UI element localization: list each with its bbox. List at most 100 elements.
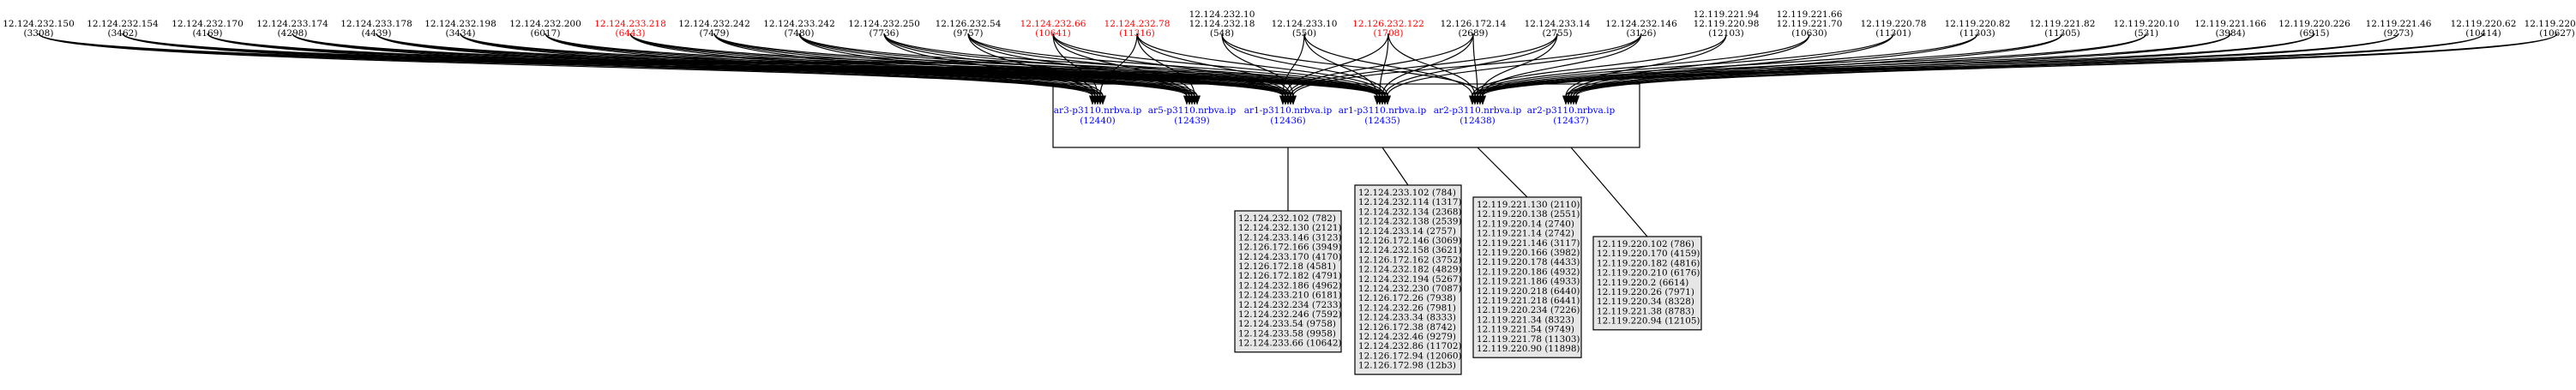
destination-list-item: 12.124.233.34 (8333): [1358, 313, 1456, 323]
source-node-id: (9757): [954, 28, 984, 39]
source-node[interactable]: 12.124.232.150(3308): [3, 19, 75, 39]
edge: [1472, 33, 2147, 97]
server-node-id: (12438): [1460, 116, 1496, 126]
server-node-id: (12440): [1080, 116, 1116, 126]
source-node[interactable]: 12.119.220.66(10627): [2525, 19, 2576, 39]
destination-list-item: 12.124.232.246 (7592): [1238, 309, 1341, 320]
source-node-ip: 12.124.232.10: [1189, 9, 1255, 20]
edge: [1052, 33, 1193, 97]
edge: [1303, 33, 1378, 97]
source-node-id: (10414): [2465, 28, 2501, 39]
destination-list[interactable]: 12.119.220.102 (786)12.119.220.170 (4159…: [1592, 236, 1702, 331]
source-node[interactable]: 12.124.232.146(3126): [1605, 19, 1677, 39]
source-node-ip: 12.119.221.166: [2194, 19, 2266, 29]
source-node-id: (4439): [362, 28, 392, 39]
server-node-id: (12435): [1364, 116, 1400, 126]
edge: [545, 33, 1096, 97]
edge-arrowhead: [1573, 95, 1580, 105]
edge: [1285, 33, 1389, 97]
source-node-ip: 12.124.232.78: [1104, 19, 1171, 29]
source-node[interactable]: 12.119.221.82(11305): [2030, 19, 2096, 39]
destination-list-item: 12.124.233.170 (4170): [1238, 252, 1341, 262]
source-node[interactable]: 12.124.233.218(6443): [594, 19, 666, 39]
server-node[interactable]: ar5-p3110.nrbva.ip(12439): [1148, 105, 1237, 126]
destination-list-item: 12.124.232.230 (7087): [1358, 284, 1461, 294]
edge: [460, 33, 1093, 97]
source-node-id: (4298): [278, 28, 308, 39]
edge: [1136, 33, 1195, 97]
destination-list-item: 12.124.232.46 (9279): [1358, 332, 1456, 342]
server-node[interactable]: ar2-p3110.nrbva.ip(12437): [1527, 105, 1616, 126]
destination-list-item: 12.124.232.86 (11702): [1358, 341, 1461, 351]
edge: [713, 33, 1101, 97]
source-node[interactable]: 12.119.220.78(11301): [1861, 19, 1927, 39]
source-node-ip: 12.124.232.18: [1189, 19, 1255, 29]
list-connector: [1477, 147, 1528, 198]
destination-list-item: 12.119.220.14 (2740): [1477, 219, 1574, 229]
source-node-ip: 12.124.232.146: [1605, 19, 1677, 29]
edge: [883, 33, 1188, 97]
edge-layer: [38, 33, 2558, 105]
destination-list[interactable]: 12.119.221.130 (2110)12.119.220.138 (255…: [1472, 196, 1582, 358]
destination-list[interactable]: 12.124.232.102 (782)12.124.232.130 (2121…: [1234, 210, 1342, 353]
destination-list[interactable]: 12.124.233.102 (784)12.124.232.114 (1317…: [1354, 184, 1462, 375]
destination-list-item: 12.124.232.102 (782): [1238, 213, 1336, 224]
source-node-ip: 12.119.221.94: [1694, 9, 1760, 20]
source-node[interactable]: 12.119.221.166(3984): [2194, 19, 2266, 39]
source-node-id: (4169): [193, 28, 223, 39]
server-node[interactable]: ar1-p3110.nrbva.ip(12435): [1339, 105, 1427, 126]
source-node[interactable]: 12.119.221.46(9273): [2366, 19, 2432, 39]
source-node[interactable]: 12.126.232.54(9757): [936, 19, 1002, 39]
source-node[interactable]: 12.119.220.10(531): [2114, 19, 2180, 39]
source-node[interactable]: 12.124.232.242(7479): [678, 19, 750, 39]
server-node[interactable]: ar2-p3110.nrbva.ip(12438): [1434, 105, 1522, 126]
source-node-id: (3984): [2216, 28, 2246, 39]
source-node[interactable]: 12.126.172.14(2689): [1441, 19, 1507, 39]
destination-list-item: 12.119.220.186 (4932): [1477, 267, 1580, 277]
server-node[interactable]: ar1-p3110.nrbva.ip(12436): [1244, 105, 1333, 126]
source-node[interactable]: 12.124.233.10(550): [1272, 19, 1338, 39]
source-node[interactable]: 12.119.220.226(6915): [2278, 19, 2350, 39]
source-node[interactable]: 12.124.232.78(11316): [1104, 19, 1171, 39]
source-node[interactable]: 12.124.232.200(6017): [509, 19, 581, 39]
source-node-ip: 12.124.233.218: [594, 19, 666, 29]
source-node[interactable]: 12.124.232.154(3462): [87, 19, 159, 39]
destination-list-item: 12.119.221.218 (6441): [1477, 296, 1580, 306]
edge-arrowhead: [1384, 95, 1391, 105]
source-node[interactable]: 12.124.233.174(4298): [256, 19, 328, 39]
edge: [883, 33, 1093, 97]
source-node[interactable]: 12.126.232.122(1708): [1352, 19, 1424, 39]
destination-list-item: 12.119.221.186 (4933): [1477, 277, 1580, 287]
destination-list-item: 12.119.220.26 (7971): [1597, 287, 1694, 297]
source-node[interactable]: 12.124.233.14(2755): [1525, 19, 1591, 39]
source-node[interactable]: 12.124.233.178(4439): [340, 19, 412, 39]
source-node[interactable]: 12.124.232.66(10641): [1020, 19, 1086, 39]
source-node-ip: 12.124.233.174: [256, 19, 328, 29]
destination-list-item: 12.119.220.218 (6440): [1477, 286, 1580, 297]
server-node[interactable]: ar3-p3110.nrbva.ip(12440): [1054, 105, 1142, 126]
source-node-ip: 12.124.233.10: [1272, 19, 1338, 29]
destination-list-item: 12.119.220.94 (12105): [1597, 316, 1700, 327]
destination-list-item: 12.119.220.178 (4433): [1477, 257, 1580, 267]
source-node-ip: 12.124.233.242: [763, 19, 835, 29]
source-node-id: (6915): [2300, 28, 2330, 39]
destination-list-item: 12.124.232.130 (2121): [1238, 223, 1341, 233]
destination-list-item: 12.119.220.90 (11898): [1477, 344, 1580, 354]
destination-list-item: 12.119.220.34 (8328): [1597, 297, 1694, 307]
destination-list-item: 12.124.232.182 (4829): [1358, 265, 1461, 275]
edge: [1568, 33, 2231, 97]
source-node[interactable]: 12.124.233.242(7480): [763, 19, 835, 39]
edge: [1568, 33, 1810, 97]
destination-list-item: 12.126.172.166 (3949): [1238, 243, 1341, 253]
source-node[interactable]: 12.124.232.198(3434): [424, 19, 497, 39]
destination-list-box: [1234, 210, 1342, 353]
source-node[interactable]: 12.119.220.62(10414): [2451, 19, 2517, 39]
source-node[interactable]: 12.124.232.170(4169): [172, 19, 244, 39]
edge: [629, 33, 1098, 97]
source-node[interactable]: 12.124.232.250(7736): [848, 19, 920, 39]
edge-arrowhead: [1191, 95, 1198, 105]
source-node[interactable]: 12.119.220.82(11303): [1945, 19, 2011, 39]
